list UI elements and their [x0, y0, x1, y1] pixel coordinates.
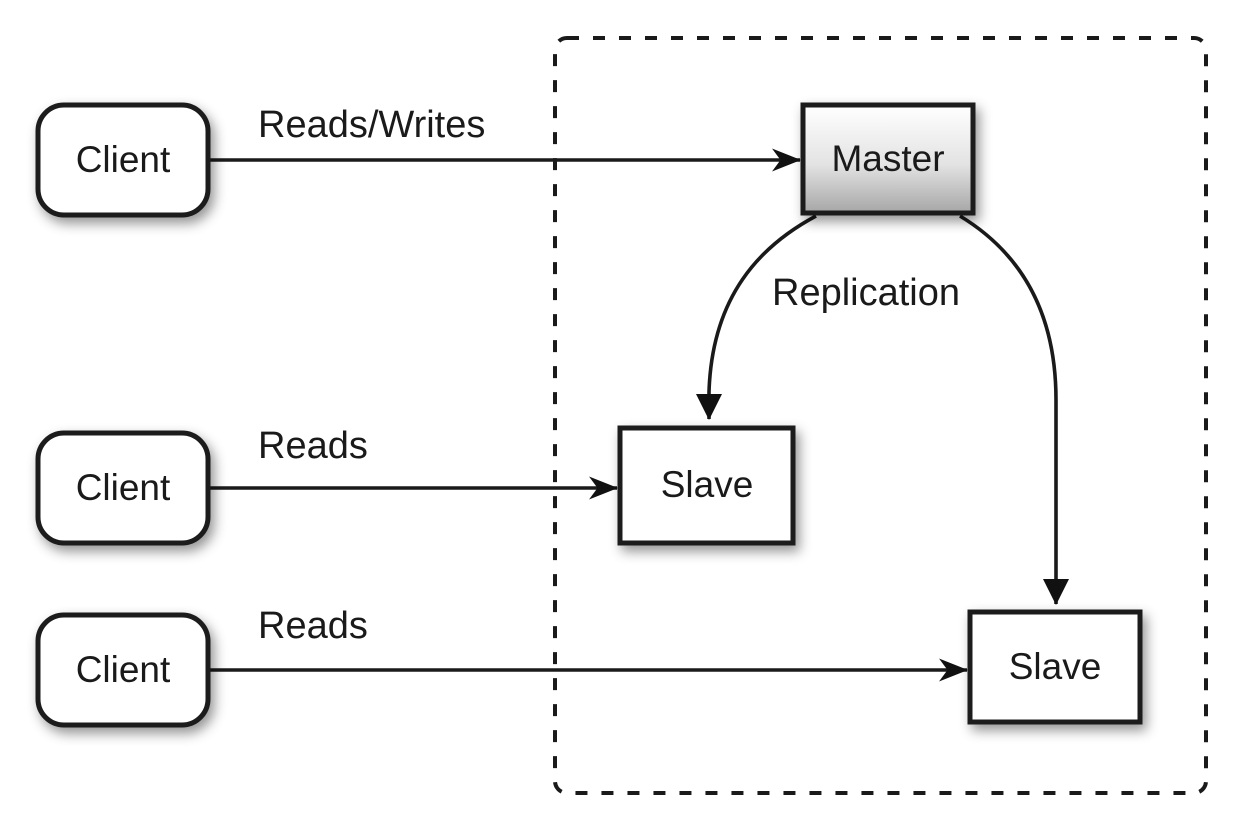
slave-2-label: Slave: [1009, 646, 1102, 687]
slave-2-shape[interactable]: [967, 609, 1143, 725]
edge-curve-master-slave1: [696, 214, 817, 420]
datastore-boundary: [553, 36, 1208, 795]
master-shape[interactable]: [800, 102, 976, 216]
node-master[interactable]: Master: [800, 102, 976, 216]
edge-master-slave1: [696, 214, 817, 420]
client-2-shape[interactable]: [35, 430, 211, 546]
edge-master-slave2: [959, 214, 1069, 605]
edge-label-reads-slave1: Reads: [258, 425, 368, 467]
client-3-label: Client: [76, 649, 171, 690]
edge-curve-master-slave2: [959, 214, 1069, 605]
client-1-shape[interactable]: [35, 102, 211, 218]
edge-label-replication: Replication: [772, 272, 960, 314]
node-slave-2[interactable]: Slave: [967, 609, 1143, 725]
node-slave-1[interactable]: Slave: [617, 425, 796, 546]
slave-1-label: Slave: [661, 464, 754, 505]
node-client-3[interactable]: Client: [35, 612, 211, 728]
edge-label-reads-slave2: Reads: [258, 605, 368, 647]
master-label: Master: [831, 138, 944, 179]
client-2-label: Client: [76, 467, 171, 508]
client-1-label: Client: [76, 139, 171, 180]
node-client-2[interactable]: Client: [35, 430, 211, 546]
slave-1-shape[interactable]: [617, 425, 796, 546]
client-3-shape[interactable]: [35, 612, 211, 728]
edge-label-reads-writes: Reads/Writes: [258, 104, 485, 146]
node-client-1[interactable]: Client: [35, 102, 211, 218]
